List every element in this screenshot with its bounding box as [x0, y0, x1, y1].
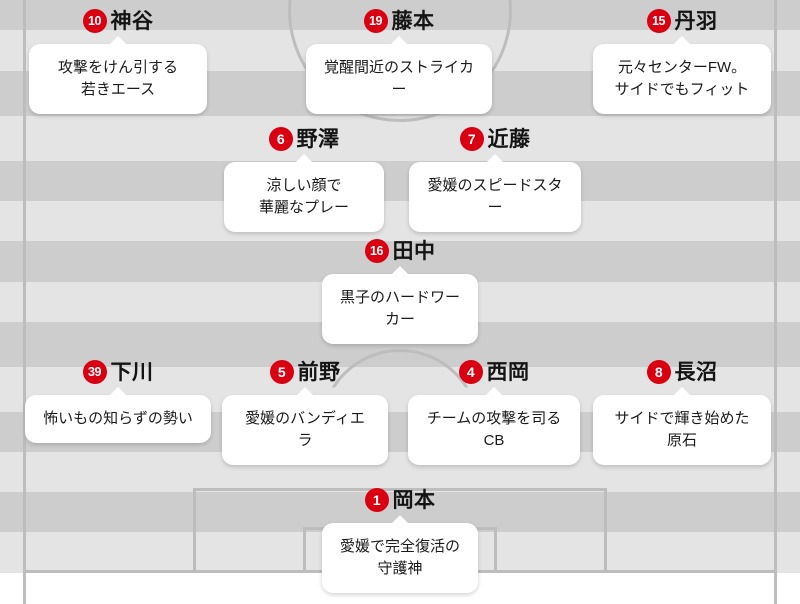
player-number-badge: 15 [646, 9, 671, 33]
pitch-stripe [0, 161, 800, 201]
player-number-badge: 4 [458, 360, 483, 384]
player-comment-bubble: 元々センターFW。 サイドでもフィット [593, 44, 771, 114]
player-name: 野澤 [296, 127, 340, 151]
player-name: 藤本 [391, 9, 435, 33]
player-comment-bubble: 黒子のハードワーカー [322, 274, 478, 344]
player-name: 下川 [110, 360, 154, 384]
player-comment-bubble: 攻撃をけん引する 若きエース [29, 44, 207, 114]
player-comment-bubble: 涼しい顔で 華麗なプレー [224, 162, 384, 232]
player-comment-bubble: サイドで輝き始めた原石 [593, 395, 771, 465]
player-name: 前野 [297, 360, 341, 384]
player-name: 田中 [392, 239, 436, 263]
player-name: 近藤 [487, 127, 531, 151]
player-name: 岡本 [392, 488, 436, 512]
player-comment-bubble: 愛媛で完全復活の 守護神 [322, 523, 478, 593]
player-number-badge: 39 [82, 360, 107, 384]
sideline-right [774, 0, 777, 604]
player-name: 長沼 [674, 360, 718, 384]
player-name: 丹羽 [674, 9, 718, 33]
player-number-badge: 7 [459, 127, 484, 151]
player-number-badge: 19 [363, 9, 388, 33]
penalty-area-box [193, 488, 607, 573]
player-name: 西岡 [486, 360, 530, 384]
pitch-stripe [0, 201, 800, 241]
pitch-stripe [0, 116, 800, 161]
player-comment-bubble: チームの攻撃を司るCB [408, 395, 580, 465]
sideline-left [23, 0, 26, 604]
player-number-badge: 8 [646, 360, 671, 384]
player-comment-bubble: 怖いもの知らずの勢い [25, 395, 211, 443]
player-comment-bubble: 愛媛のバンディエラ [222, 395, 388, 465]
player-comment-bubble: 愛媛のスピードスター [409, 162, 581, 232]
player-number-badge: 10 [82, 9, 107, 33]
player-number-badge: 1 [364, 488, 389, 512]
player-number-badge: 6 [268, 127, 293, 151]
player-number-badge: 16 [364, 239, 389, 263]
player-number-badge: 5 [269, 360, 294, 384]
player-comment-bubble: 覚醒間近のストライカー [306, 44, 492, 114]
player-name: 神谷 [110, 9, 154, 33]
